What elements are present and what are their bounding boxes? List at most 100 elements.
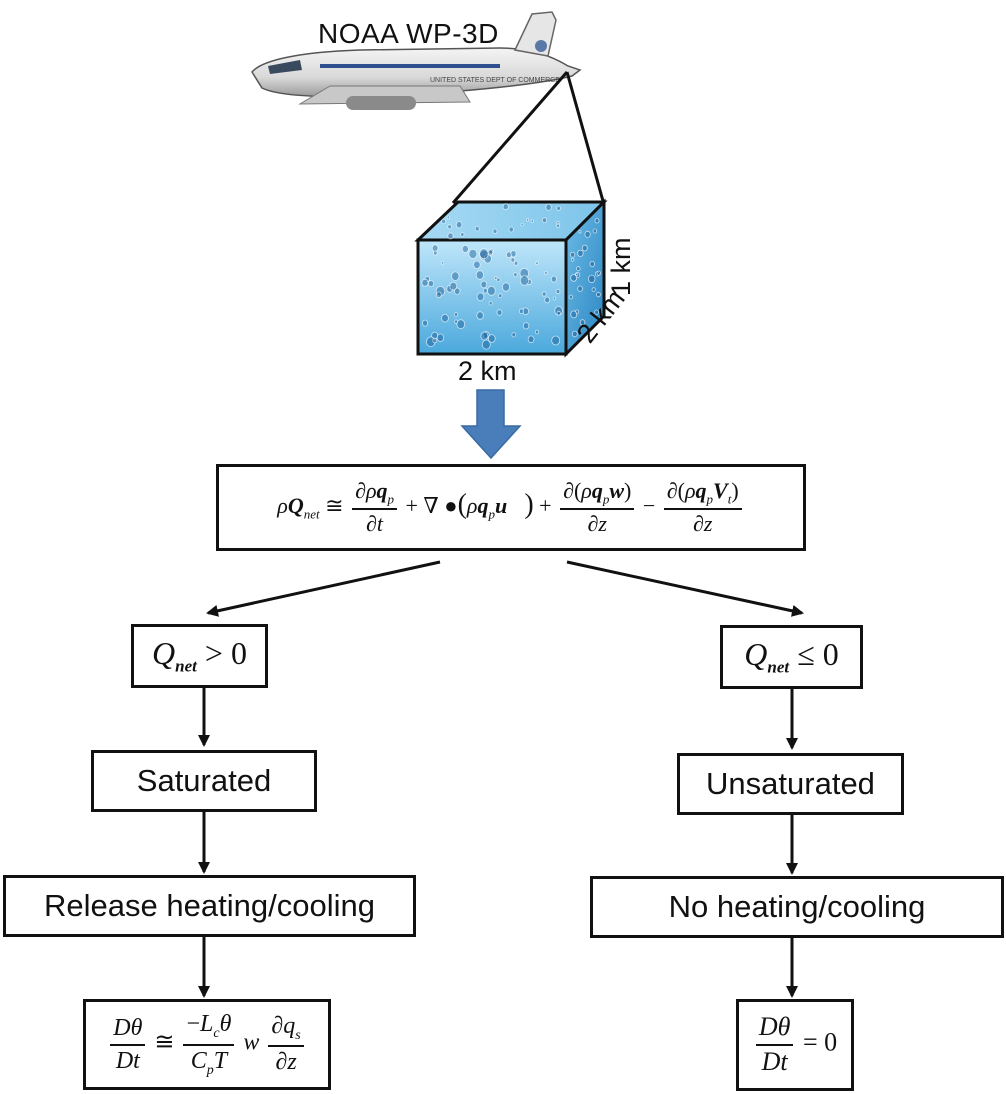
water-droplet-icon — [592, 228, 598, 234]
water-droplet-icon — [584, 230, 591, 238]
cube-width-label: 2 km — [458, 356, 517, 386]
water-droplet-icon — [550, 275, 557, 283]
left-condition: Qnet > 0 — [152, 635, 247, 676]
water-droplet-icon — [433, 250, 438, 256]
no-heating-box: No heating/cooling — [590, 876, 1004, 938]
water-droplet-icon — [492, 228, 498, 234]
fuselage-text: UNITED STATES DEPT OF COMMERCE — [430, 77, 560, 84]
water-droplet-icon — [480, 331, 489, 341]
water-droplet-icon — [519, 267, 530, 279]
water-droplet-icon — [577, 285, 583, 292]
unsaturated-label: Unsaturated — [706, 766, 875, 801]
water-droplet-icon — [432, 337, 438, 344]
water-droplet-icon — [551, 335, 561, 346]
water-droplet-icon — [570, 257, 575, 262]
unsaturated-box: Unsaturated — [677, 753, 904, 815]
water-droplet-icon — [431, 244, 439, 252]
saturated-box: Saturated — [91, 750, 317, 812]
view-line-right — [565, 71, 605, 202]
water-droplet-icon — [577, 249, 584, 257]
water-droplet-icon — [520, 222, 524, 227]
water-droplet-icon — [526, 218, 530, 222]
left-condition-box: Qnet > 0 — [131, 624, 268, 688]
water-droplet-icon — [505, 251, 512, 259]
water-droplet-icon — [468, 248, 478, 259]
water-droplet-icon — [568, 294, 574, 300]
water-droplet-icon — [544, 271, 548, 275]
water-droplet-icon — [556, 310, 561, 316]
water-droplet-icon — [494, 276, 498, 281]
aircraft-icon: UNITED STATES DEPT OF COMMERCE — [251, 11, 582, 110]
saturated-label: Saturated — [136, 763, 272, 798]
water-droplet-icon — [427, 280, 435, 288]
water-droplet-icon — [596, 270, 601, 276]
water-droplet-icon — [556, 223, 560, 228]
water-droplet-icon — [545, 203, 552, 211]
water-droplet-icon — [421, 278, 429, 287]
water-droplet-icon — [447, 224, 452, 230]
water-droplet-icon — [441, 218, 446, 224]
water-droplet-icon — [476, 292, 485, 302]
release-heating-label: Release heating/cooling — [44, 888, 375, 923]
water-droplet-icon — [589, 260, 595, 268]
release-heating-box: Release heating/cooling — [3, 875, 416, 937]
water-droplet-icon — [474, 225, 480, 232]
water-droplet-icon — [480, 280, 488, 289]
water-droplet-icon — [527, 335, 535, 344]
water-droplet-icon — [451, 271, 460, 281]
water-droplet-icon — [594, 309, 599, 315]
arrow-to-left-branch — [206, 560, 441, 617]
water-droplet-icon — [435, 291, 442, 299]
water-droplet-icon — [579, 319, 586, 326]
water-droplet-icon — [440, 260, 445, 265]
view-line-left — [451, 71, 569, 204]
water-droplet-icon — [456, 319, 466, 330]
arrow-to-right-branch — [566, 560, 804, 617]
water-droplet-icon — [569, 251, 576, 258]
water-droplet-icon — [556, 205, 561, 211]
water-droplet-icon — [455, 220, 463, 229]
water-droplet-icon — [594, 217, 600, 224]
cube-height-label: 1 km — [606, 237, 636, 296]
down-arrow-icon — [460, 389, 522, 460]
water-droplet-icon — [449, 281, 458, 291]
water-droplet-icon — [513, 260, 519, 266]
water-droplet-icon — [510, 257, 516, 263]
water-droplet-icon — [519, 308, 525, 315]
water-droplet-icon — [541, 291, 547, 297]
water-droplet-icon — [476, 311, 484, 320]
water-droplet-icon — [446, 215, 450, 220]
sample-volume-cube — [414, 198, 608, 358]
water-droplet-icon — [522, 307, 529, 316]
water-droplet-icon — [488, 301, 493, 306]
water-droplet-icon — [473, 260, 481, 269]
water-droplet-icon — [422, 319, 429, 327]
water-droplet-icon — [511, 332, 517, 338]
water-droplet-icon — [544, 296, 551, 304]
budget-equation: ρQnet ≅ ∂ρqp∂t + ∇ ●(ρqpu⃗) + ∂(ρqpw)∂z … — [277, 478, 744, 537]
water-droplet-icon — [498, 293, 503, 299]
water-droplet-icon — [436, 333, 445, 342]
water-droplet-icon — [552, 296, 557, 301]
water-droplet-icon — [510, 250, 517, 258]
water-droplet-icon — [496, 309, 503, 316]
aircraft-label: NOAA WP-3D — [318, 18, 499, 49]
budget-equation-box: ρQnet ≅ ∂ρqp∂t + ∇ ●(ρqpu⃗) + ∂(ρqpw)∂z … — [216, 464, 806, 551]
no-heating-label: No heating/cooling — [668, 889, 926, 924]
water-droplet-icon — [479, 248, 489, 260]
water-droplet-icon — [581, 244, 588, 252]
water-droplet-icon — [519, 275, 530, 286]
water-droplet-icon — [571, 330, 578, 338]
water-droplet-icon — [591, 287, 596, 292]
water-droplet-icon — [482, 287, 488, 294]
water-droplet-icon — [460, 232, 465, 237]
water-droplet-icon — [576, 266, 581, 272]
water-droplet-icon — [487, 249, 494, 256]
right-condition-box: Qnet ≤ 0 — [720, 625, 863, 689]
water-droplet-icon — [588, 274, 596, 284]
